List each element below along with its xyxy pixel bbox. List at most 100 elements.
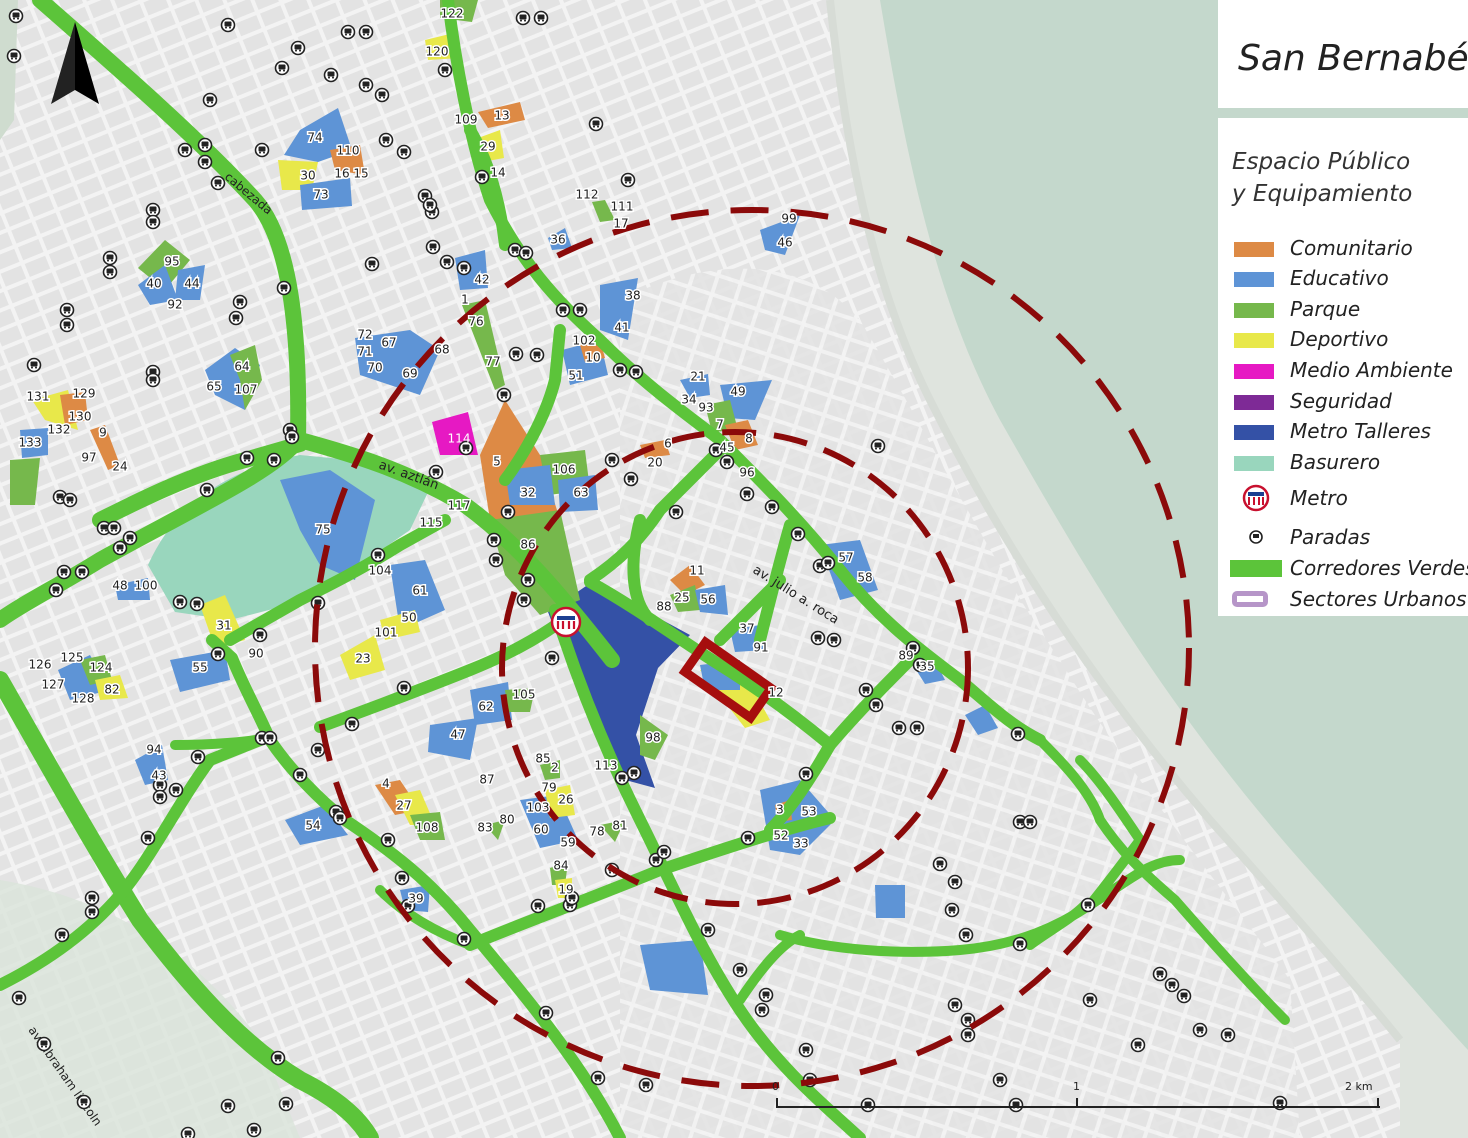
bus-stop-icon[interactable] — [152, 789, 168, 805]
bus-stop-icon[interactable] — [210, 175, 226, 191]
bus-stop-icon[interactable] — [638, 1077, 654, 1093]
bus-stop-icon[interactable] — [516, 592, 532, 608]
bus-stop-icon[interactable] — [590, 1070, 606, 1086]
bus-stop-icon[interactable] — [228, 310, 244, 326]
bus-stop-icon[interactable] — [1130, 1037, 1146, 1053]
bus-stop-icon[interactable] — [106, 520, 122, 536]
bus-stop-icon[interactable] — [232, 294, 248, 310]
bus-stop-icon[interactable] — [496, 387, 512, 403]
bus-stop-icon[interactable] — [1010, 726, 1026, 742]
bus-stop-icon[interactable] — [310, 742, 326, 758]
bus-stop-icon[interactable] — [340, 24, 356, 40]
bus-stop-icon[interactable] — [960, 1027, 976, 1043]
bus-stop-icon[interactable] — [145, 214, 161, 230]
bus-stop-icon[interactable] — [122, 530, 138, 546]
bus-stop-icon[interactable] — [456, 260, 472, 276]
bus-stop-icon[interactable] — [59, 317, 75, 333]
bus-stop-icon[interactable] — [529, 347, 545, 363]
bus-stop-icon[interactable] — [323, 67, 339, 83]
bus-stop-icon[interactable] — [36, 1036, 52, 1052]
bus-stop-icon[interactable] — [515, 10, 531, 26]
bus-stop-icon[interactable] — [826, 632, 842, 648]
bus-stop-icon[interactable] — [210, 646, 226, 662]
bus-stop-icon[interactable] — [798, 766, 814, 782]
bus-stop-icon[interactable] — [700, 922, 716, 938]
bus-stop-icon[interactable] — [358, 77, 374, 93]
bus-stop-icon[interactable] — [868, 697, 884, 713]
bus-stop-icon[interactable] — [1080, 897, 1096, 913]
bus-stop-icon[interactable] — [220, 1098, 236, 1114]
bus-stop-icon[interactable] — [891, 720, 907, 736]
bus-stop-icon[interactable] — [199, 482, 215, 498]
bus-stop-icon[interactable] — [488, 552, 504, 568]
bus-stop-icon[interactable] — [1176, 988, 1192, 1004]
bus-stop-icon[interactable] — [1164, 977, 1180, 993]
bus-stop-icon[interactable] — [614, 770, 630, 786]
bus-stop-icon[interactable] — [172, 594, 188, 610]
bus-stop-icon[interactable] — [202, 92, 218, 108]
bus-stop-icon[interactable] — [197, 154, 213, 170]
bus-stop-icon[interactable] — [284, 429, 300, 445]
bus-stop-icon[interactable] — [437, 62, 453, 78]
bus-stop-icon[interactable] — [145, 202, 161, 218]
bus-stop-icon[interactable] — [656, 844, 672, 860]
bus-stop-icon[interactable] — [428, 464, 444, 480]
bus-stop-icon[interactable] — [572, 302, 588, 318]
bus-stop-icon[interactable] — [74, 564, 90, 580]
bus-stop-icon[interactable] — [798, 1042, 814, 1058]
bus-stop-icon[interactable] — [870, 438, 886, 454]
bus-stop-icon[interactable] — [588, 116, 604, 132]
bus-stop-icon[interactable] — [252, 627, 268, 643]
bus-stop-icon[interactable] — [758, 987, 774, 1003]
bus-stop-icon[interactable] — [820, 555, 836, 571]
bus-stop-icon[interactable] — [623, 471, 639, 487]
bus-stop-icon[interactable] — [48, 582, 64, 598]
bus-stop-icon[interactable] — [518, 245, 534, 261]
bus-stop-icon[interactable] — [378, 132, 394, 148]
bus-stop-icon[interactable] — [1082, 992, 1098, 1008]
bus-stop-icon[interactable] — [246, 1122, 262, 1138]
bus-stop-icon[interactable] — [6, 48, 22, 64]
bus-stop-icon[interactable] — [344, 716, 360, 732]
bus-stop-icon[interactable] — [626, 765, 642, 781]
bus-stop-icon[interactable] — [168, 782, 184, 798]
bus-stop-icon[interactable] — [500, 504, 516, 520]
bus-stop-icon[interactable] — [380, 832, 396, 848]
bus-stop-icon[interactable] — [266, 452, 282, 468]
bus-stop-icon[interactable] — [425, 239, 441, 255]
bus-stop-icon[interactable] — [858, 682, 874, 698]
bus-stop-icon[interactable] — [84, 904, 100, 920]
bus-stop-icon[interactable] — [533, 10, 549, 26]
bus-stop-icon[interactable] — [620, 172, 636, 188]
bus-stop-icon[interactable] — [145, 372, 161, 388]
bus-stop-icon[interactable] — [370, 547, 386, 563]
bus-stop-icon[interactable] — [374, 87, 390, 103]
bus-stop-icon[interactable] — [739, 486, 755, 502]
bus-stop-icon[interactable] — [59, 302, 75, 318]
bus-stop-icon[interactable] — [740, 830, 756, 846]
bus-stop-icon[interactable] — [220, 17, 236, 33]
bus-stop-icon[interactable] — [270, 1050, 286, 1066]
bus-stop-icon[interactable] — [262, 730, 278, 746]
bus-stop-icon[interactable] — [932, 856, 948, 872]
bus-stop-icon[interactable] — [364, 256, 380, 272]
bus-stop-icon[interactable] — [555, 302, 571, 318]
bus-stop-icon[interactable] — [396, 144, 412, 160]
bus-stop-icon[interactable] — [544, 650, 560, 666]
bus-stop-icon[interactable] — [422, 197, 438, 213]
bus-stop-icon[interactable] — [1012, 936, 1028, 952]
bus-stop-icon[interactable] — [292, 767, 308, 783]
bus-stop-icon[interactable] — [274, 60, 290, 76]
bus-stop-icon[interactable] — [612, 362, 628, 378]
bus-stop-icon[interactable] — [112, 540, 128, 556]
bus-stop-icon[interactable] — [530, 898, 546, 914]
bus-stop-icon[interactable] — [944, 902, 960, 918]
bus-stop-icon[interactable] — [1220, 1027, 1236, 1043]
bus-stop-icon[interactable] — [486, 532, 502, 548]
bus-stop-icon[interactable] — [732, 962, 748, 978]
bus-stop-icon[interactable] — [628, 364, 644, 380]
bus-stop-icon[interactable] — [1152, 966, 1168, 982]
bus-stop-icon[interactable] — [11, 990, 27, 1006]
bus-stop-icon[interactable] — [102, 250, 118, 266]
bus-stop-icon[interactable] — [538, 1005, 554, 1021]
